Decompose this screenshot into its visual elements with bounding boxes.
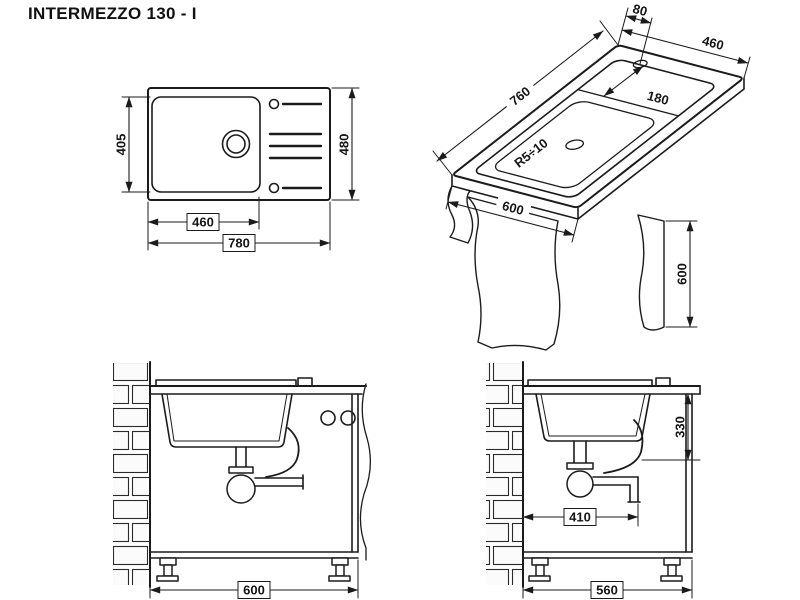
dim-480: 480 [331, 87, 360, 201]
side-section-view: 330 410 560 [486, 361, 701, 599]
dim-405: 405 [114, 96, 151, 193]
cabinet-panel-left [467, 196, 561, 351]
dim-label-drainer: 180 [646, 88, 671, 108]
siphon-trap-side [566, 419, 644, 503]
dim-180: 180 [603, 65, 671, 108]
bowl-section-outer [161, 393, 293, 448]
dim-410: 410 [522, 503, 639, 527]
dim-label-total-depth: 480 [337, 134, 352, 156]
dim-label-outlet-distance: 410 [569, 510, 591, 525]
trap-cup [226, 474, 256, 504]
cabinet-panel-right [637, 214, 665, 331]
tap-base-side [655, 377, 671, 387]
dim-600-cabinet: 600 [149, 559, 359, 599]
dim-label-cutout-width: 460 [701, 33, 726, 53]
bowl-section-inner-side [540, 393, 646, 437]
adjustable-feet [156, 557, 351, 582]
dim-label-bowl-width: 460 [192, 215, 214, 230]
dim-label-cabinet-front: 600 [501, 198, 526, 218]
overflow-hose-side [603, 419, 644, 474]
dim-label-tap-offset: 80 [631, 1, 649, 19]
dim-600-front: 600 [445, 185, 579, 243]
adjustable-feet-side [528, 557, 683, 582]
trap-cup-side [566, 470, 594, 498]
supply-hole-left [320, 410, 336, 426]
trap-nut-side [566, 462, 594, 470]
bowl-outline [151, 96, 261, 193]
broken-edge [359, 383, 371, 561]
sink-rim-side [527, 379, 653, 387]
isometric-view: 80 460 760 180 R5÷10 [432, 1, 751, 351]
dim-label-cabinet-depth: 560 [596, 583, 618, 598]
bowl-section-outer-side [535, 393, 651, 442]
dim-560: 560 [522, 559, 693, 599]
overflow-hose [265, 427, 300, 478]
drainboard-grooves [268, 102, 323, 190]
tap-hole-top [268, 98, 280, 110]
dim-label-total-width: 780 [228, 236, 250, 251]
dim-label-cabinet-height: 600 [675, 263, 690, 285]
bowl-section-inner [166, 393, 288, 442]
plan-view: 405 480 460 780 [114, 87, 360, 252]
trap-nut [228, 466, 254, 474]
dim-label-outlet-height: 330 [673, 416, 688, 438]
dim-780: 780 [147, 201, 331, 252]
front-section-view: 600 [113, 361, 371, 599]
dim-label-bowl-depth: 405 [114, 134, 129, 156]
brick-wall-side [486, 363, 523, 585]
siphon-trap [226, 427, 304, 504]
brick-wall [113, 363, 150, 585]
drain-inner [226, 134, 246, 154]
drain-outer [221, 129, 251, 159]
tap-hole-bottom [268, 182, 280, 194]
page-title: INTERMEZZO 130 - I [28, 4, 197, 23]
tap-base [297, 377, 313, 387]
dim-label-cabinet-width: 600 [243, 583, 265, 598]
dim-460-cutout: 460 [621, 29, 751, 79]
sink-outline [147, 87, 331, 201]
dim-600-side: 600 [665, 220, 698, 328]
dim-330: 330 [641, 393, 701, 461]
supply-hole-right [340, 410, 356, 426]
sink-rim [155, 379, 297, 387]
